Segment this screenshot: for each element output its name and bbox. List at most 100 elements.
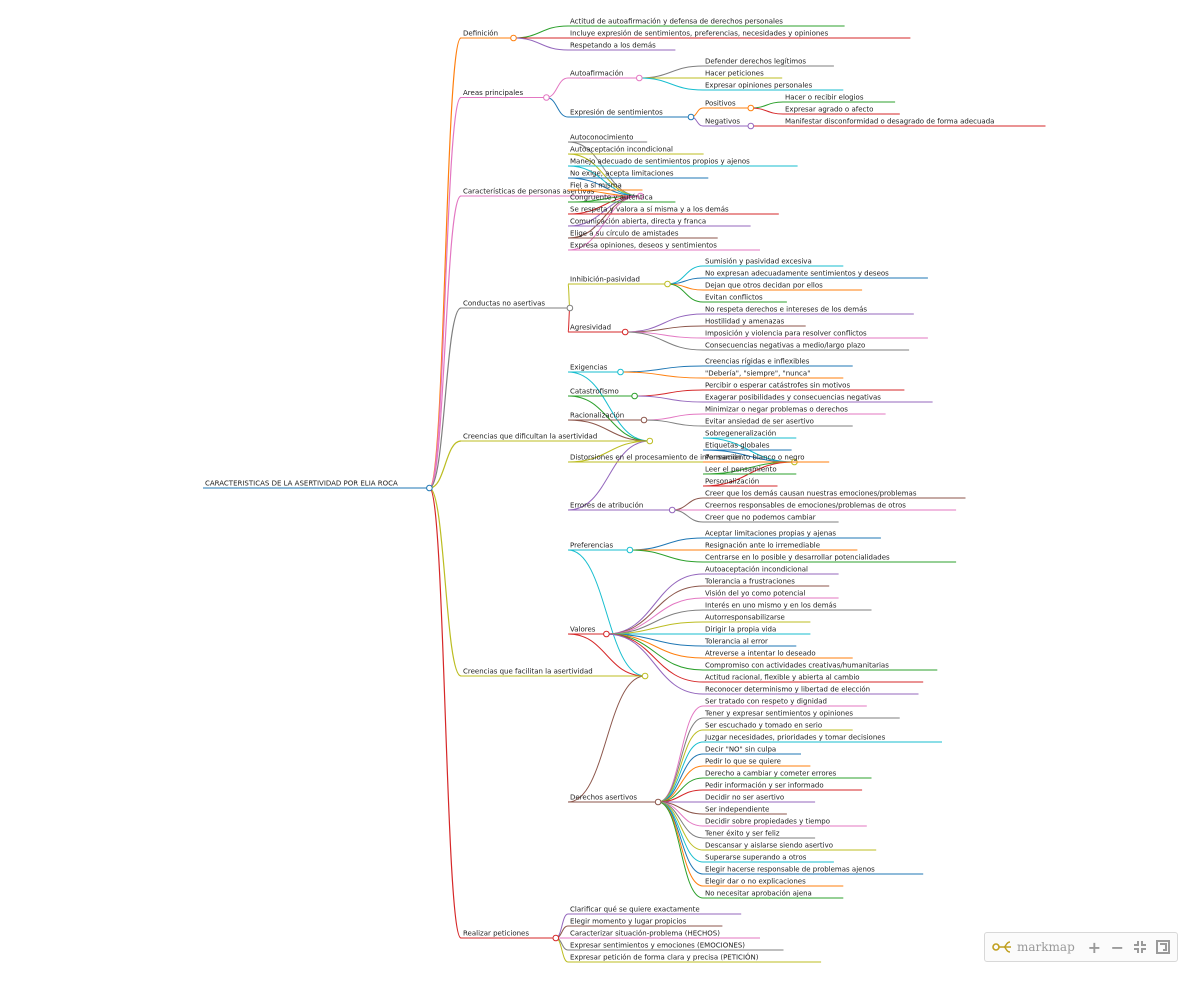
node-label[interactable]: Aceptar limitaciones propias y ajenas xyxy=(705,530,836,538)
root-node-label[interactable]: CARACTERISTICAS DE LA ASERTIVIDAD POR EL… xyxy=(205,480,398,488)
node-label[interactable]: Exigencias xyxy=(570,364,608,372)
fold-toggle-icon[interactable] xyxy=(543,94,550,101)
fold-toggle-icon[interactable] xyxy=(631,392,638,400)
node-label[interactable]: No expresan adecuadamente sentimientos y… xyxy=(705,270,889,278)
node-label[interactable]: Leer el pensamiento xyxy=(705,466,777,474)
node-label[interactable]: Superarse superando a otros xyxy=(705,854,807,862)
node-label[interactable]: Decidir no ser asertivo xyxy=(705,794,784,802)
node-label[interactable]: Creencias que facilitan la asertividad xyxy=(463,668,593,676)
fold-toggle-icon[interactable] xyxy=(654,798,662,806)
node-label[interactable]: Descansar y aislarse siendo asertivo xyxy=(705,842,833,850)
node-label[interactable]: Actitud de autoafirmación y defensa de d… xyxy=(570,18,783,26)
node-label[interactable]: Agresividad xyxy=(570,324,611,332)
node-label[interactable]: Tener éxito y ser feliz xyxy=(704,830,780,838)
node-label[interactable]: Racionalización xyxy=(570,412,624,420)
node-label[interactable]: Hostilidad y amenazas xyxy=(705,318,785,326)
node-label[interactable]: Se respeta y valora a sí misma y a los d… xyxy=(570,206,729,214)
node-label[interactable]: Comunicación abierta, directa y franca xyxy=(570,218,706,226)
node-label[interactable]: Evitar ansiedad de ser asertivo xyxy=(705,418,814,426)
node-label[interactable]: Derecho a cambiar y cometer errores xyxy=(705,770,837,778)
zoom-out-button[interactable]: − xyxy=(1110,937,1125,957)
node-label[interactable]: No necesitar aprobación ajena xyxy=(705,890,812,898)
node-label[interactable]: Imposición y violencia para resolver con… xyxy=(705,330,867,338)
fold-toggle-icon[interactable] xyxy=(747,122,755,130)
fit-window-button[interactable] xyxy=(1133,938,1148,956)
node-label[interactable]: Congruente y auténtica xyxy=(570,194,653,202)
node-label[interactable]: Definición xyxy=(463,30,498,38)
node-label[interactable]: Pedir información y ser informado xyxy=(705,782,824,790)
fold-toggle-icon[interactable] xyxy=(510,34,517,42)
node-label[interactable]: Exagerar posibilidades y consecuencias n… xyxy=(705,394,881,402)
node-label[interactable]: Valores xyxy=(570,626,596,634)
node-label[interactable]: Expresar opiniones personales xyxy=(705,82,813,90)
node-label[interactable]: Personalización xyxy=(705,478,759,486)
node-label[interactable]: Decidir sobre propiedades y tiempo xyxy=(705,818,830,826)
node-label[interactable]: Respetando a los demás xyxy=(570,42,656,50)
fold-toggle-icon[interactable] xyxy=(640,416,648,424)
fold-toggle-icon[interactable] xyxy=(626,546,634,554)
node-label[interactable]: Compromiso con actividades creativas/hum… xyxy=(705,662,889,670)
node-label[interactable]: Características de personas asertivas xyxy=(463,188,595,196)
node-label[interactable]: Expresión de sentimientos xyxy=(570,109,663,117)
node-label[interactable]: Elegir dar o no explicaciones xyxy=(705,878,806,886)
node-label[interactable]: Tolerancia a frustraciones xyxy=(704,578,795,586)
node-label[interactable]: Realizar peticiones xyxy=(463,930,529,938)
node-label[interactable]: Distorsiones en el procesamiento de info… xyxy=(570,454,742,462)
node-label[interactable]: Tener y expresar sentimientos y opinione… xyxy=(704,710,853,718)
node-label[interactable]: Autoafirmación xyxy=(570,70,623,78)
node-label[interactable]: Dirigir la propia vida xyxy=(705,626,776,634)
node-label[interactable]: Hacer o recibir elogios xyxy=(785,94,864,102)
node-label[interactable]: Centrarse en lo posible y desarrollar po… xyxy=(705,554,890,562)
node-label[interactable]: Expresa opiniones, deseos y sentimientos xyxy=(570,242,717,250)
node-label[interactable]: Ser independiente xyxy=(705,806,769,814)
node-label[interactable]: Incluye expresión de sentimientos, prefe… xyxy=(570,30,829,38)
fold-toggle-icon[interactable] xyxy=(552,934,560,942)
fold-toggle-icon[interactable] xyxy=(747,104,755,112)
node-label[interactable]: Manejo adecuado de sentimientos propios … xyxy=(570,158,750,166)
node-label[interactable]: Creernos responsables de emociones/probl… xyxy=(705,502,906,510)
node-label[interactable]: Sobregeneralización xyxy=(705,430,776,438)
node-label[interactable]: Creer que no podemos cambiar xyxy=(705,514,816,522)
fold-toggle-icon[interactable] xyxy=(636,74,643,82)
node-label[interactable]: "Debería", "siempre", "nunca" xyxy=(705,370,810,378)
node-label[interactable]: Ser tratado con respeto y dignidad xyxy=(705,698,827,706)
node-label[interactable]: Autorresponsabilizarse xyxy=(705,614,785,622)
fold-toggle-icon[interactable] xyxy=(664,280,671,288)
node-label[interactable]: Conductas no asertivas xyxy=(463,300,545,308)
node-label[interactable]: Consecuencias negativas a medio/largo pl… xyxy=(705,342,865,350)
fold-toggle-icon[interactable] xyxy=(566,304,574,312)
node-label[interactable]: Creer que los demás causan nuestras emoc… xyxy=(705,490,917,498)
fold-toggle-icon[interactable] xyxy=(603,630,610,638)
node-label[interactable]: Inhibición-pasividad xyxy=(570,276,640,284)
node-label[interactable]: Creencias rígidas e inflexibles xyxy=(705,358,810,366)
fold-toggle-icon[interactable] xyxy=(641,672,649,680)
fold-toggle-icon[interactable] xyxy=(646,437,654,445)
node-label[interactable]: Minimizar o negar problemas o derechos xyxy=(705,406,848,414)
node-label[interactable]: Etiquetas globales xyxy=(705,442,770,450)
node-label[interactable]: Expresar agrado o afecto xyxy=(785,106,873,114)
node-label[interactable]: Elige a su círculo de amistades xyxy=(570,230,679,238)
node-label[interactable]: Autoconocimiento xyxy=(570,134,633,142)
fold-toggle-icon[interactable] xyxy=(426,484,433,492)
node-label[interactable]: Autoaceptación incondicional xyxy=(705,566,808,574)
node-label[interactable]: Areas principales xyxy=(463,89,523,97)
node-label[interactable]: Pedir lo que se quiere xyxy=(705,758,781,766)
fold-toggle-icon[interactable] xyxy=(617,368,624,376)
node-label[interactable]: Ser escuchado y tomado en serio xyxy=(705,722,822,730)
node-label[interactable]: Pensamiento blanco o negro xyxy=(705,454,805,462)
node-label[interactable]: Manifestar disconformidad o desagrado de… xyxy=(785,118,994,126)
node-label[interactable]: Creencias que dificultan la asertividad xyxy=(463,433,597,441)
node-label[interactable]: Dejan que otros decidan por ellos xyxy=(705,282,823,290)
node-label[interactable]: Negativos xyxy=(705,118,740,126)
node-label[interactable]: Atreverse a intentar lo deseado xyxy=(705,650,816,658)
markmap-brand[interactable]: markmap xyxy=(991,939,1075,955)
node-label[interactable]: Evitan conflictos xyxy=(705,294,763,302)
node-label[interactable]: Autoaceptación incondicional xyxy=(570,146,673,154)
node-label[interactable]: Caracterizar situación-problema (HECHOS) xyxy=(570,930,720,938)
node-label[interactable]: Derechos asertivos xyxy=(570,794,637,802)
node-label[interactable]: No respeta derechos e intereses de los d… xyxy=(705,306,867,314)
node-label[interactable]: Reconocer determinismo y libertad de ele… xyxy=(705,686,870,694)
node-label[interactable]: Defender derechos legítimos xyxy=(705,58,806,66)
node-label[interactable]: Elegir hacerse responsable de problemas … xyxy=(705,866,875,874)
